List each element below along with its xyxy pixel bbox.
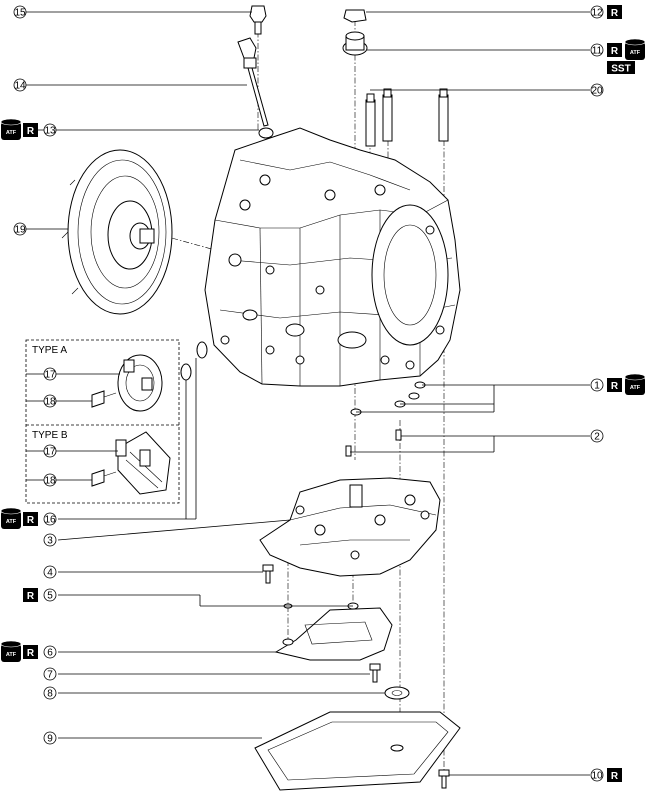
callout-8: 8: [43, 686, 57, 700]
callout-15: 15: [13, 5, 27, 19]
svg-text:10: 10: [591, 771, 603, 782]
callout-6: 6: [43, 645, 57, 659]
svg-text:3: 3: [47, 536, 53, 547]
svg-text:5: 5: [47, 591, 53, 602]
callout-19: 19: [13, 222, 27, 236]
svg-text:R: R: [27, 515, 35, 526]
atf-icon-11: ATF: [624, 38, 646, 60]
svg-text:ATF: ATF: [6, 130, 17, 136]
svg-text:9: 9: [47, 734, 53, 745]
svg-text:14: 14: [14, 81, 26, 92]
svg-text:13: 13: [44, 126, 56, 137]
bolts-and-washers: [262, 564, 450, 789]
svg-text:7: 7: [47, 670, 53, 681]
callout-3: 3: [43, 533, 57, 547]
svg-text:11: 11: [592, 46, 603, 57]
svg-text:ATF: ATF: [6, 519, 17, 525]
callout-18b: 18: [43, 473, 57, 487]
svg-text:R: R: [611, 771, 619, 782]
callout-4: 4: [43, 565, 57, 579]
svg-text:15: 15: [14, 8, 26, 19]
svg-text:ATF: ATF: [630, 385, 641, 391]
callout-5: 5: [43, 588, 57, 602]
atf-icon-1: ATF: [624, 373, 646, 395]
type-b-label: TYPE B: [32, 430, 68, 441]
svg-text:R: R: [27, 648, 35, 659]
callout-16: 16: [43, 512, 57, 526]
torque-converter: [61, 149, 173, 315]
callout-13: 13: [43, 123, 57, 137]
callout-12: 12: [590, 5, 604, 19]
replace-badge-11: R: [607, 43, 622, 57]
svg-text:19: 19: [14, 225, 26, 236]
svg-text:4: 4: [47, 568, 53, 579]
dipstick-assembly: [237, 5, 274, 139]
svg-text:20: 20: [591, 86, 603, 97]
sst-badge: SST: [607, 61, 635, 75]
o-rings: [180, 341, 208, 381]
callout-20: 20: [590, 83, 604, 97]
svg-text:17: 17: [44, 370, 56, 381]
svg-text:8: 8: [47, 689, 53, 700]
svg-text:18: 18: [44, 397, 56, 408]
svg-text:2: 2: [594, 432, 600, 443]
callout-14: 14: [13, 78, 27, 92]
callout-10: 10: [590, 768, 604, 782]
svg-text:16: 16: [44, 515, 56, 526]
replace-badge-13: R: [23, 123, 38, 137]
cooler-type-box: [25, 339, 180, 504]
replace-badge-6: R: [23, 645, 38, 659]
callout-1: 1: [590, 378, 604, 392]
svg-text:ATF: ATF: [6, 652, 17, 658]
svg-text:1: 1: [594, 381, 600, 392]
svg-text:R: R: [611, 381, 619, 392]
callout-17a: 17: [43, 367, 57, 381]
svg-text:R: R: [611, 8, 619, 19]
svg-text:R: R: [27, 126, 35, 137]
svg-text:17: 17: [44, 447, 56, 458]
type-a-label: TYPE A: [32, 345, 67, 356]
atf-icon-13: ATF: [0, 118, 22, 140]
replace-badge-10: R: [607, 768, 622, 782]
oil-pan: [254, 711, 461, 791]
control-valve-body: [259, 477, 441, 577]
callout-17b: 17: [43, 444, 57, 458]
top-parts: [342, 9, 449, 147]
callout-7: 7: [43, 667, 57, 681]
atf-icon-16: ATF: [0, 507, 22, 529]
svg-text:R: R: [27, 591, 35, 602]
svg-text:6: 6: [47, 648, 53, 659]
atf-icon-6: ATF: [0, 640, 22, 662]
transaxle-case: [204, 127, 461, 387]
replace-badge-1: R: [607, 378, 622, 392]
svg-text:ATF: ATF: [630, 50, 641, 56]
svg-text:18: 18: [44, 476, 56, 487]
replace-badge-16: R: [23, 512, 38, 526]
small-seals-and-pins: [345, 381, 426, 457]
svg-text:12: 12: [591, 8, 603, 19]
svg-text:SST: SST: [611, 64, 630, 75]
svg-text:R: R: [611, 46, 619, 57]
replace-badge-5: R: [23, 588, 38, 602]
callout-2: 2: [590, 429, 604, 443]
callout-9: 9: [43, 731, 57, 745]
callout-18a: 18: [43, 394, 57, 408]
leader-lines: [26, 11, 590, 776]
callout-11: 11: [590, 43, 604, 57]
replace-badge-12: R: [607, 5, 622, 19]
oil-strainer: [274, 607, 393, 661]
